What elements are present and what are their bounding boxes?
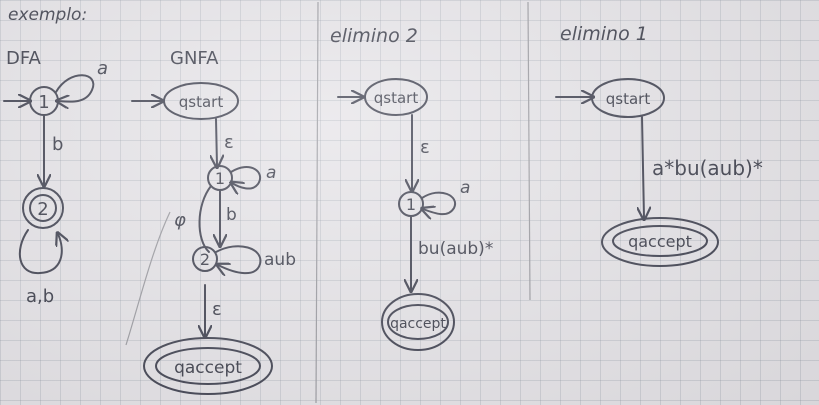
gnfa-title: GNFA: [170, 48, 219, 69]
elim1-accept-outer: [601, 217, 719, 267]
elim2-title: elimino 2: [330, 25, 418, 47]
elim1-edge-start-accept-label: a*bu(aub)*: [652, 156, 763, 180]
dfa-state-1-label: 1: [38, 92, 49, 113]
dfa-loop-2: [19, 229, 62, 275]
elim2-accept-outer: [381, 293, 455, 351]
elim1-edge-start-accept: [642, 116, 644, 218]
column-divider: [527, 1, 531, 301]
gnfa-empty-edge-label: φ: [174, 210, 186, 231]
gnfa-empty-edge: [198, 185, 212, 253]
elim2-start-state: [364, 78, 428, 116]
gnfa-loop-1-label: a: [266, 163, 276, 183]
elim2-edge-start-1-label: ε: [420, 137, 430, 158]
elim1-title: elimino 1: [560, 23, 648, 45]
gnfa-accept-label: qaccept: [174, 358, 242, 378]
dfa-edge-1-2-label: b: [52, 134, 63, 155]
gnfa-start-state: [163, 82, 239, 120]
elim2-state-1-label: 1: [406, 195, 416, 214]
elim1-panel: elimino 1 qstart a*bu(aub)* qaccept: [555, 23, 763, 267]
elim2-panel: elimino 2 qstart ε 1 a bu(aub)* qaccept: [330, 25, 493, 351]
gnfa-panel: GNFA qstart ε 1 a b φ 2 aub ε qaccept: [125, 48, 296, 395]
heading: exemplo:: [8, 5, 87, 25]
gnfa-state-1-label: 1: [215, 169, 225, 188]
elim2-loop-1: [422, 191, 457, 215]
column-divider: [315, 1, 319, 404]
dfa-loop-1-label: a: [97, 58, 108, 79]
gnfa-edge-1-2-label: b: [226, 205, 237, 225]
gnfa-state-2-label: 2: [200, 250, 210, 269]
dfa-state-2: [29, 194, 57, 222]
gnfa-edge-start-1-label: ε: [224, 132, 234, 153]
elim2-accept-state: [387, 304, 449, 340]
gnfa-edge-2-accept-label: ε: [212, 299, 222, 320]
dfa-state-2-outer: [22, 187, 64, 229]
dfa-title: DFA: [6, 48, 42, 69]
gnfa-accept-outer: [143, 337, 273, 395]
gnfa-loop-2: [216, 245, 262, 273]
dfa-loop-2-label: a,b: [26, 286, 54, 307]
pencil-stroke: [125, 211, 171, 346]
elim1-start-label: qstart: [606, 90, 651, 108]
elim2-loop-1-label: a: [460, 178, 470, 198]
gnfa-accept-state: [155, 347, 261, 385]
elim1-accept-label: qaccept: [628, 232, 692, 251]
elim2-start-label: qstart: [374, 89, 419, 107]
dfa-panel: DFA 1 a b 2 a,b: [3, 48, 108, 307]
elim1-accept-state: [612, 225, 708, 257]
gnfa-edge-start-1: [216, 118, 217, 166]
gnfa-loop-1: [231, 166, 261, 189]
elim2-edge-1-accept-label: bu(aub)*: [418, 239, 493, 259]
gnfa-state-2: [192, 246, 218, 272]
dfa-loop-1: [56, 74, 95, 101]
gnfa-loop-2-label: aub: [264, 250, 296, 270]
gnfa-start-label: qstart: [179, 93, 224, 111]
elim2-accept-label: qaccept: [390, 316, 446, 332]
dfa-state-2-label: 2: [37, 199, 48, 220]
elim1-start-state: [591, 78, 665, 118]
